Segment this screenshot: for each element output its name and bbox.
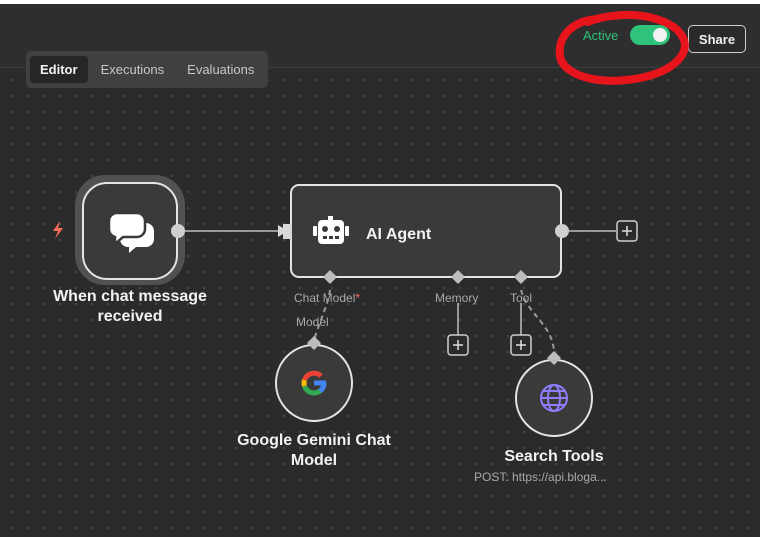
- agent-input-port[interactable]: [283, 224, 292, 239]
- model-connection: [313, 289, 331, 341]
- workflow-canvas: [53, 175, 638, 437]
- lightning-icon: [53, 221, 63, 239]
- agent-title: AI Agent: [366, 226, 432, 243]
- model-output-port[interactable]: [307, 336, 321, 350]
- view-tabs: Editor Executions Evaluations: [26, 51, 268, 88]
- memory-port-label: Memory: [435, 291, 479, 305]
- model-node-label: Google Gemini Chat Model: [237, 432, 391, 469]
- tool-connection: [520, 289, 555, 353]
- trigger-node[interactable]: [75, 175, 185, 285]
- tab-executions[interactable]: Executions: [100, 62, 165, 77]
- chat-model-port-label: Chat Model*: [294, 291, 361, 305]
- tool-node-subtitle: POST: https://api.bloga...: [474, 470, 607, 484]
- plus-icon: [453, 340, 463, 350]
- add-tool-button[interactable]: [510, 334, 532, 356]
- plus-icon: [516, 340, 526, 350]
- trigger-output-port[interactable]: [171, 224, 185, 238]
- plus-icon: [622, 226, 632, 236]
- agent-output-port[interactable]: [555, 224, 569, 238]
- chat-bubbles-icon: [107, 211, 154, 253]
- globe-icon: [540, 384, 568, 412]
- tab-editor[interactable]: Editor: [30, 56, 88, 83]
- model-output-label: Model: [296, 315, 329, 329]
- add-memory-button[interactable]: [447, 334, 469, 356]
- trigger-node-label: When chat message received: [53, 288, 207, 325]
- required-marker: *: [355, 291, 361, 305]
- tool-input-port[interactable]: [547, 351, 561, 365]
- workflow-app: Active Share Editor Executions Evaluatio…: [0, 4, 760, 537]
- tool-node-label: Search Tools: [504, 448, 604, 465]
- google-g-icon: [301, 370, 327, 396]
- tab-evaluations[interactable]: Evaluations: [187, 62, 255, 77]
- tool-port[interactable]: [514, 270, 528, 284]
- robot-icon: [313, 216, 349, 244]
- memory-port[interactable]: [451, 270, 465, 284]
- add-after-agent-button[interactable]: [616, 220, 638, 242]
- tool-port-label: Tool: [510, 291, 533, 305]
- chat-model-port[interactable]: [323, 270, 337, 284]
